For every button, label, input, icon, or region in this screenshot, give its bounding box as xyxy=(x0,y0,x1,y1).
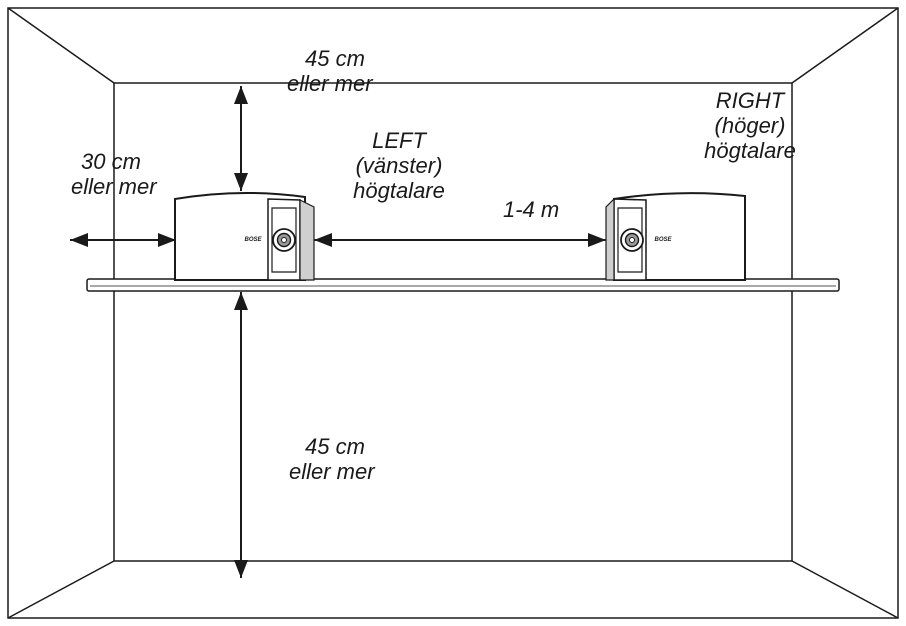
left-speaker-type: högtalare xyxy=(353,178,445,203)
left-speaker-driver-icon xyxy=(272,228,296,252)
left-speaker-name: LEFT xyxy=(372,128,426,153)
side-clearance-label: 30 cm eller mer xyxy=(71,149,157,199)
right-speaker-translation: (höger) xyxy=(714,113,786,138)
top-clearance-qualifier: eller mer xyxy=(287,71,373,96)
right-speaker-label: RIGHT (höger) högtalare xyxy=(686,88,814,163)
left-speaker: BOSE xyxy=(174,191,315,281)
outer-frame xyxy=(7,7,899,619)
bottom-clearance-qualifier: eller mer xyxy=(289,459,375,484)
left-speaker-translation: (vänster) xyxy=(355,153,443,178)
right-speaker-name: RIGHT xyxy=(715,88,785,113)
shelf xyxy=(86,278,840,292)
corner-bottom-right xyxy=(791,560,899,619)
top-clearance-label: 45 cm eller mer xyxy=(287,46,373,96)
right-speaker: BOSE xyxy=(605,192,746,281)
room-outline xyxy=(7,7,899,619)
speaker-spacing-label: 1-4 m xyxy=(503,197,560,222)
dimension-arrows xyxy=(70,86,606,578)
bottom-clearance-label: 45 cm eller mer xyxy=(289,434,375,484)
right-speaker-type: högtalare xyxy=(704,138,796,163)
corner-bottom-left xyxy=(7,560,115,619)
corner-top-left xyxy=(7,7,115,84)
top-clearance-value: 45 cm xyxy=(305,46,365,71)
back-wall xyxy=(113,82,793,562)
bottom-clearance-value: 45 cm xyxy=(305,434,365,459)
right-speaker-driver-icon xyxy=(620,228,644,252)
side-clearance-qualifier: eller mer xyxy=(71,174,157,199)
right-speaker-logo: BOSE xyxy=(654,237,672,243)
left-speaker-logo: BOSE xyxy=(244,237,262,243)
side-clearance-value: 30 cm xyxy=(81,149,141,174)
left-speaker-label: LEFT (vänster) högtalare xyxy=(336,128,462,203)
corner-top-right xyxy=(791,7,899,84)
